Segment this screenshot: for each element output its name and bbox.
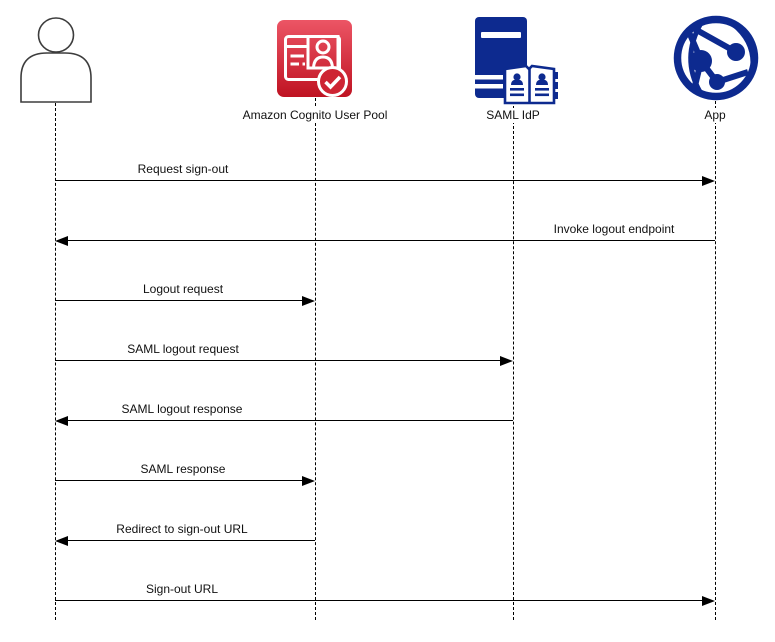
message-arrowhead [302,295,315,306]
message-arrowhead [55,415,68,426]
message-arrowhead [55,535,68,546]
actor-saml-idp [473,14,559,106]
message-line [66,540,315,541]
message-label: SAML logout response [121,402,243,416]
message-label: Request sign-out [137,162,229,176]
saml-idp-icon [473,14,559,106]
lifeline-cognito [314,98,316,620]
message-arrowhead [302,475,315,486]
message-label: SAML logout request [127,342,239,356]
message-label: Redirect to sign-out URL [116,522,248,536]
actor-user [20,14,92,103]
actor-label-saml-idp: SAML IdP [484,108,542,123]
message-line [55,360,502,361]
message-label: Sign-out URL [145,582,219,596]
actor-label-cognito: Amazon Cognito User Pool [240,108,390,123]
lifeline-user [54,103,56,620]
message-line [55,480,304,481]
lifeline-app [714,101,716,620]
actor-app [673,15,759,101]
message-label: Invoke logout endpoint [553,222,675,236]
message-arrowhead [702,595,715,606]
message-label: Logout request [142,282,224,296]
message-arrowhead [500,355,513,366]
message-line [55,300,304,301]
person-icon [20,14,92,103]
message-line [66,420,513,421]
message-arrowhead [702,175,715,186]
lifeline-saml [512,106,514,620]
cognito-icon [277,20,352,97]
actor-label-app: App [702,108,728,123]
actor-cognito [277,20,352,97]
message-label: SAML response [140,462,226,476]
message-line [55,180,704,181]
message-line [55,600,704,601]
app-globe-icon [673,15,759,101]
message-line [66,240,715,241]
message-arrowhead [55,235,68,246]
